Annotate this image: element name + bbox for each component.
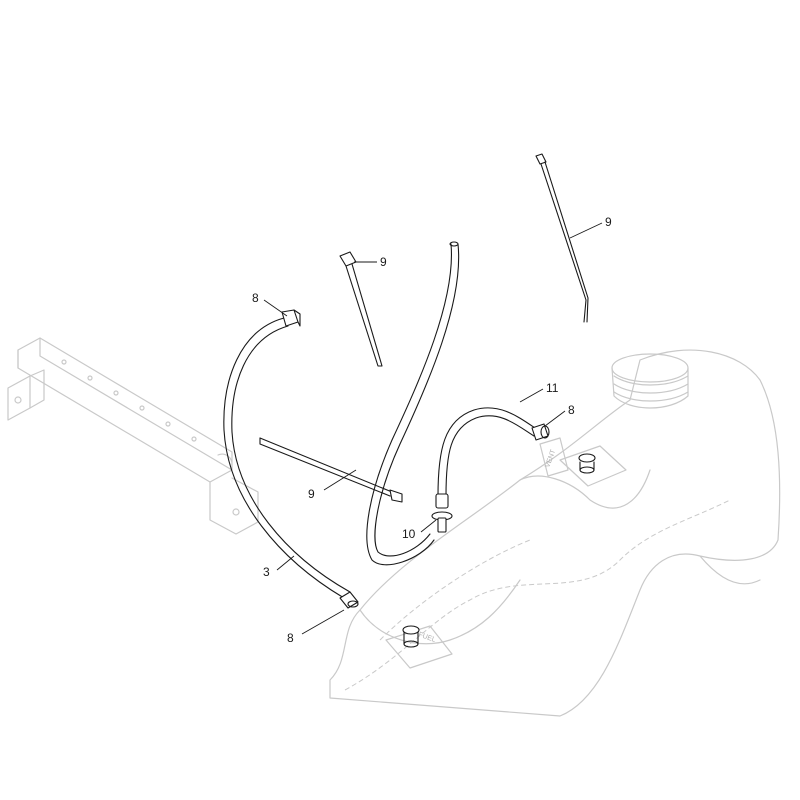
hose-clamp-top [281,309,301,327]
leader-lines [263,222,603,635]
callout-3: 3 [263,565,270,579]
cable-tie-left [339,251,383,367]
callout-9-right-tie: 9 [605,215,612,229]
callout-11: 11 [546,381,559,395]
cable-tie-horizontal [259,437,403,503]
callout-10: 10 [402,527,416,541]
callouts: 8 9 9 9 11 8 10 3 8 [252,215,612,645]
vent-hose [366,241,460,566]
cable-tie-right [535,153,589,323]
fuel-tank-ghost: VENT FUEL [329,349,781,717]
callout-9-long-tie: 9 [308,487,315,501]
fuel-hose-3 [223,317,351,599]
callout-8-bottom: 8 [287,631,294,645]
callout-8-top: 8 [252,291,259,305]
hose-clamp-right [531,423,550,441]
fuel-fitting [402,625,420,648]
fuel-label: FUEL [417,631,436,644]
hose-clamp-bottom [339,591,359,609]
callout-9-left-tie: 9 [380,255,387,269]
hose-connector-10 [431,493,453,533]
vent-label: VENT [544,448,557,469]
vent-fitting [578,453,596,474]
frame-bracket-ghost [7,337,259,535]
vent-hose-11 [437,407,539,497]
callout-8-right: 8 [568,403,575,417]
